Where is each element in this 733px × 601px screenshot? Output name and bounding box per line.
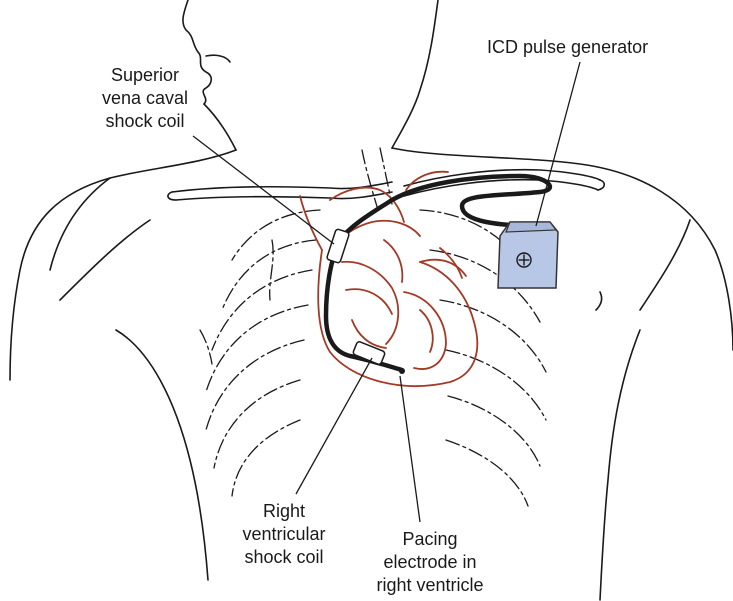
leader-icd: [536, 62, 580, 226]
icd-pulse-generator: [498, 222, 558, 288]
label-icd-pulse-generator: ICD pulse generator: [487, 36, 648, 59]
label-rv-shock-coil: Right ventricular shock coil: [224, 500, 344, 569]
leader-rv-coil: [296, 358, 372, 494]
svc-shock-coil: [326, 229, 349, 264]
rib-cage: [200, 148, 546, 506]
label-pacing-electrode: Pacing electrode in right ventricle: [360, 528, 500, 597]
leader-pacing: [400, 376, 420, 522]
label-svc-shock-coil: Superior vena caval shock coil: [80, 64, 210, 133]
pacing-electrode-tip: [399, 368, 405, 374]
